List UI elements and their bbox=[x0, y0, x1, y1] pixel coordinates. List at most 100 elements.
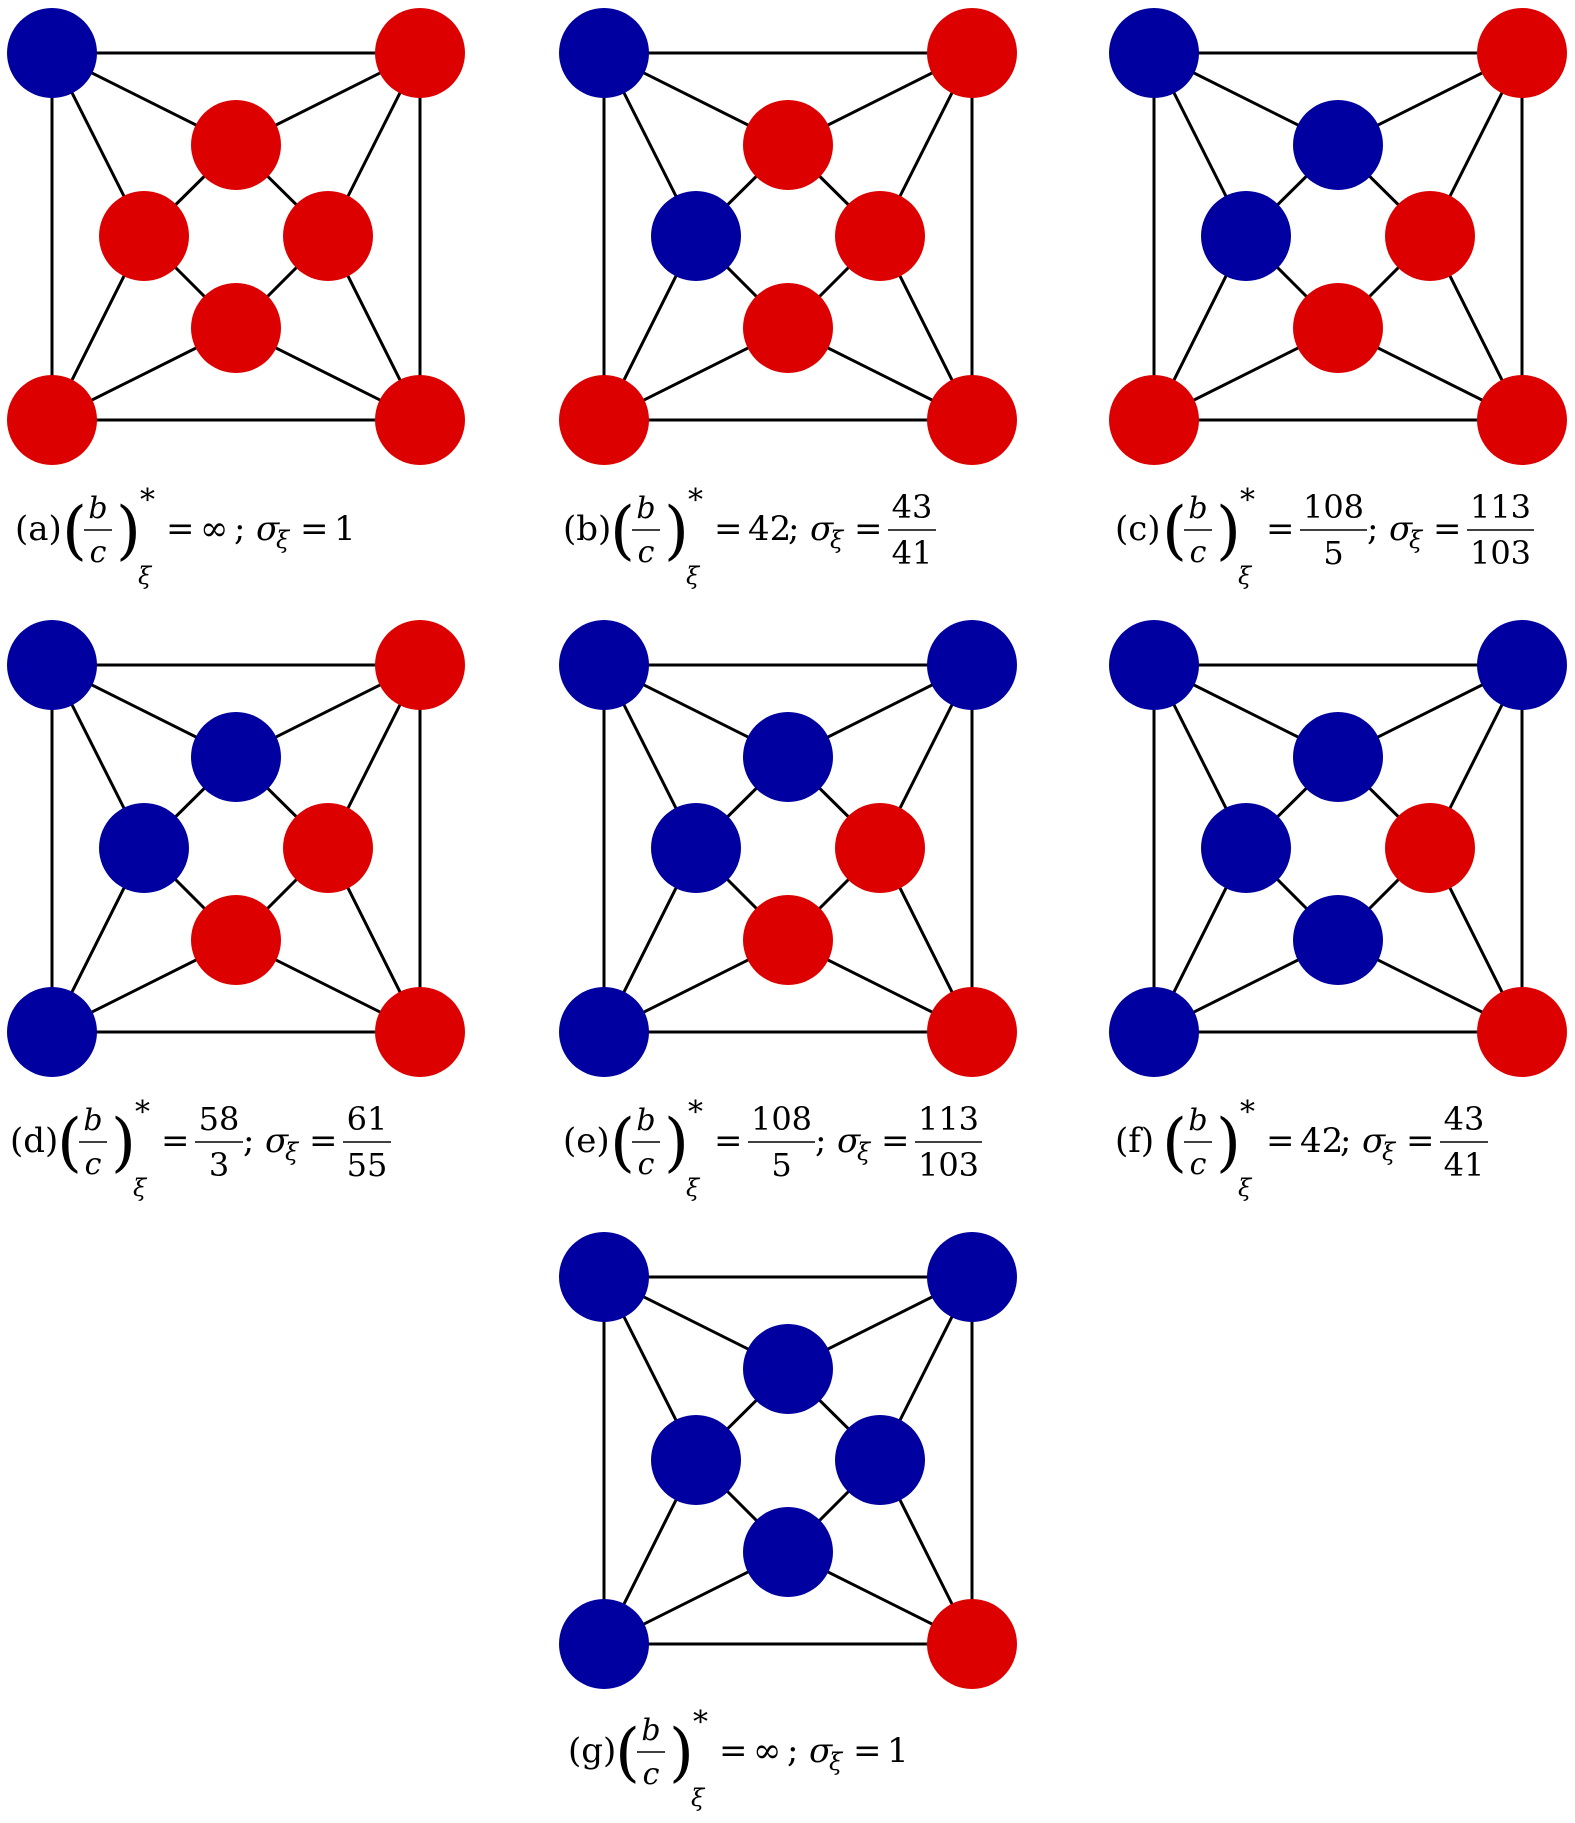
node-bottom-left-blue bbox=[7, 987, 97, 1077]
node-bottom-right-red bbox=[375, 987, 465, 1077]
symbol-b: b bbox=[83, 1103, 102, 1138]
node-inner-left-blue bbox=[99, 803, 189, 893]
equals-sign: = bbox=[1406, 1121, 1435, 1161]
node-inner-bottom-red bbox=[743, 895, 833, 985]
node-inner-bottom-blue bbox=[1293, 895, 1383, 985]
ratio-value: 42 bbox=[748, 509, 791, 549]
node-inner-bottom-red bbox=[1293, 283, 1383, 373]
node-bottom-right-red bbox=[927, 1599, 1017, 1689]
separator: ; bbox=[1367, 509, 1378, 549]
subscript-xi: ξ bbox=[138, 562, 153, 590]
symbol-c: c bbox=[1190, 1147, 1207, 1182]
node-top-left-blue bbox=[559, 620, 649, 710]
node-inner-right-red bbox=[835, 191, 925, 281]
symbol-sigma: σ bbox=[1362, 1121, 1386, 1161]
sigma-value-denominator: 41 bbox=[892, 534, 933, 572]
subscript-xi: ξ bbox=[133, 1174, 148, 1202]
ratio-value: ∞ bbox=[753, 1731, 781, 1771]
graph-nodes bbox=[1109, 620, 1567, 1077]
node-inner-bottom-red bbox=[743, 283, 833, 373]
equals-sign: = bbox=[714, 1121, 743, 1161]
symbol-c: c bbox=[643, 1757, 660, 1792]
sigma-value-denominator: 55 bbox=[347, 1146, 388, 1184]
graph-nodes bbox=[559, 1232, 1017, 1689]
symbol-c: c bbox=[90, 535, 107, 570]
caption-g: (g)(bc)*ξ=∞;σξ=1 bbox=[568, 1705, 909, 1812]
node-inner-top-blue bbox=[1293, 100, 1383, 190]
sigma-value: 1 bbox=[887, 1731, 909, 1771]
equals-sign: = bbox=[300, 509, 329, 549]
sigma-value: 1 bbox=[334, 509, 356, 549]
node-top-left-blue bbox=[1109, 8, 1199, 98]
symbol-b: b bbox=[1188, 491, 1207, 526]
symbol-c: c bbox=[85, 1147, 102, 1182]
node-inner-left-blue bbox=[1201, 191, 1291, 281]
ratio-b-over-c: bc bbox=[79, 1103, 107, 1182]
panel-label: (c) bbox=[1115, 509, 1161, 549]
paren-right: ) bbox=[116, 494, 141, 568]
graph-nodes bbox=[7, 8, 465, 465]
node-bottom-left-blue bbox=[559, 987, 649, 1077]
paren-left: ( bbox=[610, 494, 635, 568]
equals-sign: = bbox=[1433, 509, 1462, 549]
panel-label: (f) bbox=[1115, 1121, 1154, 1161]
equals-sign: = bbox=[854, 509, 883, 549]
graph-nodes bbox=[559, 8, 1017, 465]
sigma-value-denominator: 103 bbox=[1470, 534, 1531, 572]
panel-label: (e) bbox=[563, 1121, 610, 1161]
ratio-value-numerator: 108 bbox=[1303, 488, 1364, 526]
equals-sign: = bbox=[1266, 1121, 1295, 1161]
paren-right: ) bbox=[1216, 1106, 1241, 1180]
subscript-xi: ξ bbox=[829, 1748, 844, 1776]
paren-right: ) bbox=[664, 494, 689, 568]
paren-right: ) bbox=[664, 1106, 689, 1180]
symbol-star: * bbox=[135, 1095, 150, 1130]
node-inner-right-blue bbox=[835, 1415, 925, 1505]
ratio-b-over-c: bc bbox=[1184, 491, 1212, 570]
symbol-sigma: σ bbox=[837, 1121, 861, 1161]
node-inner-right-red bbox=[1385, 191, 1475, 281]
paren-left: ( bbox=[615, 1716, 640, 1790]
node-inner-left-blue bbox=[651, 1415, 741, 1505]
node-inner-right-red bbox=[835, 803, 925, 893]
node-inner-left-blue bbox=[651, 191, 741, 281]
symbol-star: * bbox=[1240, 1095, 1255, 1130]
paren-left: ( bbox=[1162, 494, 1187, 568]
sigma-value-numerator: 43 bbox=[892, 488, 933, 526]
panel-label: (g) bbox=[568, 1731, 616, 1771]
panel-a: (a)(bc)*ξ=∞;σξ=1 bbox=[7, 8, 465, 590]
node-inner-right-red bbox=[283, 191, 373, 281]
equals-sign: = bbox=[161, 1121, 190, 1161]
ratio-b-over-c: bc bbox=[632, 1103, 660, 1182]
subscript-xi: ξ bbox=[1238, 1174, 1253, 1202]
equals-sign: = bbox=[1266, 509, 1295, 549]
graph-nodes bbox=[7, 620, 465, 1077]
node-top-left-blue bbox=[559, 1232, 649, 1322]
node-bottom-left-blue bbox=[559, 1599, 649, 1689]
panel-label: (d) bbox=[10, 1121, 58, 1161]
paren-right: ) bbox=[669, 1716, 694, 1790]
ratio-value: 42 bbox=[1300, 1121, 1343, 1161]
ratio-b-over-c: bc bbox=[84, 491, 112, 570]
ratio-b-over-c: bc bbox=[1184, 1103, 1212, 1182]
ratio-value-numerator: 58 bbox=[199, 1100, 240, 1138]
sigma-value-numerator: 113 bbox=[918, 1100, 979, 1138]
node-bottom-left-red bbox=[7, 375, 97, 465]
symbol-b: b bbox=[636, 1103, 655, 1138]
node-inner-left-red bbox=[99, 191, 189, 281]
symbol-star: * bbox=[688, 1095, 703, 1130]
ratio-value-denominator: 5 bbox=[771, 1146, 791, 1184]
sigma-value-numerator: 43 bbox=[1444, 1100, 1485, 1138]
node-inner-top-blue bbox=[743, 712, 833, 802]
node-top-right-red bbox=[375, 620, 465, 710]
node-bottom-left-blue bbox=[1109, 987, 1199, 1077]
equals-sign: = bbox=[309, 1121, 338, 1161]
subscript-xi: ξ bbox=[857, 1138, 872, 1166]
